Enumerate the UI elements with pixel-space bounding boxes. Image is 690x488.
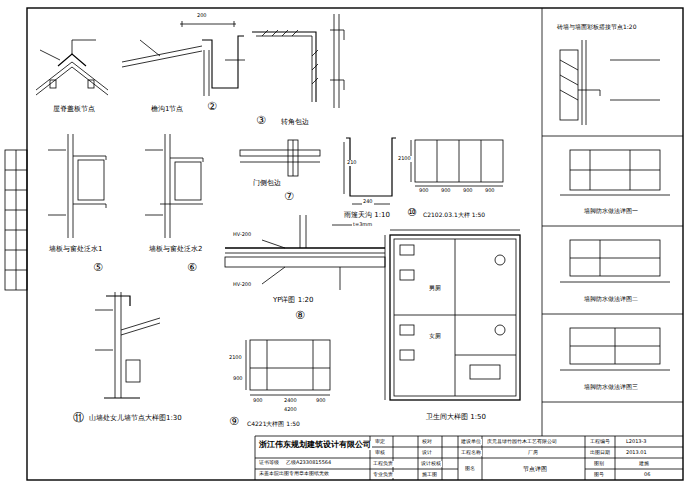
dimension-text: 2100 [397, 156, 412, 162]
dimension-text: 900 [462, 188, 474, 194]
callout-number: ⑩ [406, 207, 418, 219]
title-block-cell: 工程编号 [589, 439, 611, 445]
detail-title: 墙脚防水做法详图三 [583, 384, 639, 391]
dimension-text: t=3mm [352, 222, 373, 228]
dimension-text: HV-200 [232, 282, 252, 288]
detail-title: 墙板与窗处泛水1 [48, 246, 103, 254]
detail-title: 雨篷天沟 1:10 [343, 212, 391, 220]
dimension-text: 2100 [228, 355, 243, 361]
title-block-cell: 审核 [374, 450, 386, 456]
callout-number: ⑤ [92, 262, 104, 274]
detail-title: C2102.03.1大样 1:50 [422, 212, 486, 219]
title-block-cell: 节点详图 [522, 466, 548, 473]
dimension-text: 900 [440, 188, 452, 194]
title-block-cell: 图号 [593, 472, 605, 478]
dimension-text: 240 [362, 199, 374, 205]
detail-title: 砖墙与墙面彩板搭接节点1:20 [556, 24, 637, 31]
title-block-cell: 未盖本院出图专用章本图纸无效 [258, 471, 330, 477]
title-block-cell: 2013.01 [625, 450, 648, 456]
title-block-cell: 图名 [464, 466, 476, 472]
detail-title: 屋脊盖板节点 [52, 106, 96, 114]
title-block-cell: 庆元县绿竹园竹木工艺有限公司 [486, 439, 558, 445]
title-block-cell: 设计 [421, 450, 433, 456]
dimension-text: 900 [252, 398, 264, 404]
detail-title: 山墙处女儿墙节点大样图1:30 [88, 415, 183, 423]
callout-number: ⑪ [72, 412, 85, 424]
dimension-text: 900 [315, 398, 327, 404]
title-block-cell: 校对 [421, 439, 433, 445]
title-block-cell: 证书等级 [258, 460, 280, 466]
dimension-text: 200 [196, 13, 208, 19]
dimension-text: 210 [346, 160, 358, 166]
title-block-cell: L2013-3 [625, 439, 648, 445]
title-block-cell: 出图日期 [589, 450, 611, 456]
room-name: 男厕 [428, 285, 442, 292]
detail-title: 墙板与窗处泛水2 [148, 246, 203, 254]
detail-title: 门侧包边 [252, 180, 282, 188]
title-block-cell: 工程负责 [372, 461, 394, 467]
callout-number: ⑥ [186, 262, 198, 274]
dimension-text: 900 [232, 376, 244, 382]
detail-title: C4221大样图 1:50 [246, 421, 301, 428]
title-block-cell: 工程名称 [460, 450, 482, 456]
dimension-text: 4200 [283, 407, 298, 413]
dimension-text: HV-200 [232, 232, 252, 238]
title-block-cell: 建设单位 [460, 439, 482, 445]
room-name: 女厕 [428, 333, 442, 340]
callout-number: ⑦ [283, 191, 295, 203]
title-block-cell: 建施 [638, 461, 650, 467]
detail-title: 卫生间大样图 1:50 [425, 414, 487, 422]
title-block-cell: 设计校核 [420, 461, 442, 467]
title-block-cell: 图别 [593, 461, 605, 467]
detail-title: YP详图 1:20 [272, 297, 314, 305]
callout-number: ⑨ [228, 416, 240, 428]
title-block-cell: 06 [643, 472, 651, 478]
callout-number: ② [206, 101, 218, 113]
detail-title: 檐沟1节点 [150, 106, 184, 114]
title-block-cell: 乙级A2330815564 [285, 460, 332, 466]
title-block-cell: 施工图 [421, 472, 438, 478]
title-block-cell: 审定 [374, 439, 386, 445]
detail-title: 墙脚防水做法详图二 [583, 296, 639, 303]
dimension-text: 900 [484, 188, 496, 194]
callout-number: ③ [255, 115, 267, 127]
title-block-cell: 厂房 [527, 450, 539, 456]
title-block-cell: 专业负责 [372, 472, 394, 478]
callout-number: ⑧ [294, 310, 306, 322]
detail-title: 转角包边 [280, 119, 310, 127]
detail-title: 墙脚防水做法详图一 [583, 208, 639, 215]
dimension-text: 900 [418, 188, 430, 194]
dimension-text: 2400 [283, 398, 298, 404]
title-block-cell: 浙江伟东规划建筑设计有限公司 [258, 441, 372, 450]
